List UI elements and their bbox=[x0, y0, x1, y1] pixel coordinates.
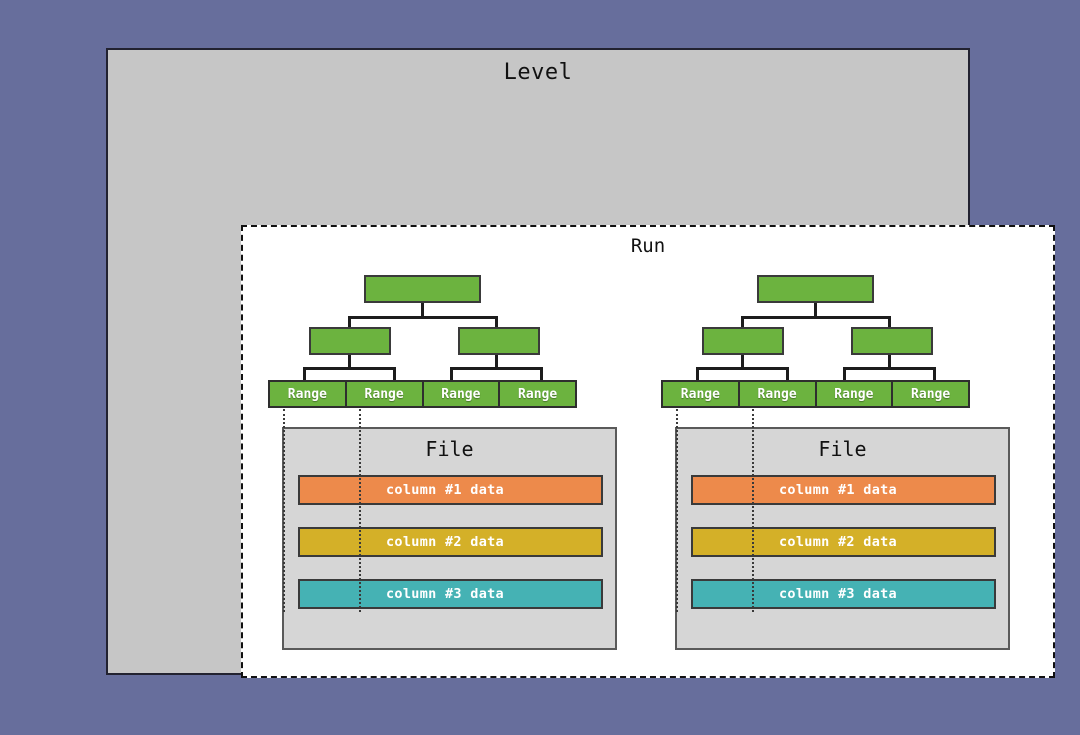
tree-connector-mid1-stem bbox=[741, 353, 744, 369]
tree-node-root[interactable] bbox=[757, 275, 874, 303]
tree-connector-mid2-bar bbox=[450, 367, 543, 370]
tree-connector-mid1-right-drop bbox=[393, 367, 396, 383]
level-container: Level Run bbox=[106, 48, 1055, 678]
tree-connector-mid2-stem bbox=[888, 353, 891, 369]
tree-connector-root-left-drop bbox=[348, 316, 351, 330]
range-tree-1: Range Range Range Range bbox=[268, 275, 668, 410]
tree-connector-mid2-right-drop bbox=[540, 367, 543, 383]
group-2: Range Range Range Range File column #1 d… bbox=[661, 227, 1061, 680]
column-bar-1-label: column #1 data bbox=[779, 482, 897, 498]
column-bar-2[interactable]: column #2 data bbox=[298, 527, 603, 557]
range-leaf-3[interactable]: Range bbox=[816, 382, 894, 406]
tree-node-mid-2[interactable] bbox=[851, 327, 933, 355]
tree-connector-mid2-right-drop bbox=[933, 367, 936, 383]
file-title: File bbox=[425, 437, 474, 461]
tree-connector-mid1-bar bbox=[303, 367, 396, 370]
tree-node-mid-1[interactable] bbox=[309, 327, 391, 355]
range-leaf-2[interactable]: Range bbox=[739, 382, 817, 406]
column-bar-3-label: column #3 data bbox=[779, 586, 897, 602]
column-bar-3-label: column #3 data bbox=[386, 586, 504, 602]
column-bar-1[interactable]: column #1 data bbox=[298, 475, 603, 505]
range-leaf-4[interactable]: Range bbox=[893, 382, 968, 406]
tree-node-mid-1[interactable] bbox=[702, 327, 784, 355]
tree-connector-root-left-drop bbox=[741, 316, 744, 330]
level-title: Level bbox=[503, 60, 573, 85]
tree-connector-root-right-drop bbox=[495, 316, 498, 330]
group-1: Range Range Range Range File column #1 d… bbox=[268, 227, 668, 680]
range-tree-2: Range Range Range Range bbox=[661, 275, 1061, 410]
column-bar-2[interactable]: column #2 data bbox=[691, 527, 996, 557]
tree-node-mid-2[interactable] bbox=[458, 327, 540, 355]
column-bar-1[interactable]: column #1 data bbox=[691, 475, 996, 505]
tree-connector-mid1-left-drop bbox=[696, 367, 699, 383]
column-bar-2-label: column #2 data bbox=[386, 534, 504, 550]
range-leaf-1[interactable]: Range bbox=[663, 382, 740, 406]
range-leaf-1[interactable]: Range bbox=[270, 382, 347, 406]
tree-connector-mid2-left-drop bbox=[843, 367, 846, 383]
column-bar-2-label: column #2 data bbox=[779, 534, 897, 550]
tree-connector-root-bar bbox=[741, 316, 891, 319]
range-leaf-4[interactable]: Range bbox=[500, 382, 575, 406]
tree-connector-mid2-bar bbox=[843, 367, 936, 370]
column-bar-1-label: column #1 data bbox=[386, 482, 504, 498]
tree-connector-root-stem bbox=[421, 301, 424, 318]
range-leaf-2[interactable]: Range bbox=[346, 382, 424, 406]
tree-connector-root-bar bbox=[348, 316, 498, 319]
tree-connector-mid1-right-drop bbox=[786, 367, 789, 383]
tree-connector-mid2-stem bbox=[495, 353, 498, 369]
file-container-1: File column #1 data column #2 data colum… bbox=[282, 427, 617, 650]
tree-connector-root-stem bbox=[814, 301, 817, 318]
range-leaf-strip: Range Range Range Range bbox=[661, 380, 970, 408]
run-title: Run bbox=[630, 235, 666, 257]
tree-connector-mid1-left-drop bbox=[303, 367, 306, 383]
tree-node-root[interactable] bbox=[364, 275, 481, 303]
file-container-2: File column #1 data column #2 data colum… bbox=[675, 427, 1010, 650]
file-title: File bbox=[818, 437, 867, 461]
tree-connector-mid2-left-drop bbox=[450, 367, 453, 383]
range-leaf-strip: Range Range Range Range bbox=[268, 380, 577, 408]
tree-connector-root-right-drop bbox=[888, 316, 891, 330]
tree-connector-mid1-stem bbox=[348, 353, 351, 369]
tree-connector-mid1-bar bbox=[696, 367, 789, 370]
column-bar-3[interactable]: column #3 data bbox=[298, 579, 603, 609]
range-leaf-3[interactable]: Range bbox=[423, 382, 501, 406]
column-bar-3[interactable]: column #3 data bbox=[691, 579, 996, 609]
run-container: Run bbox=[241, 225, 1055, 678]
